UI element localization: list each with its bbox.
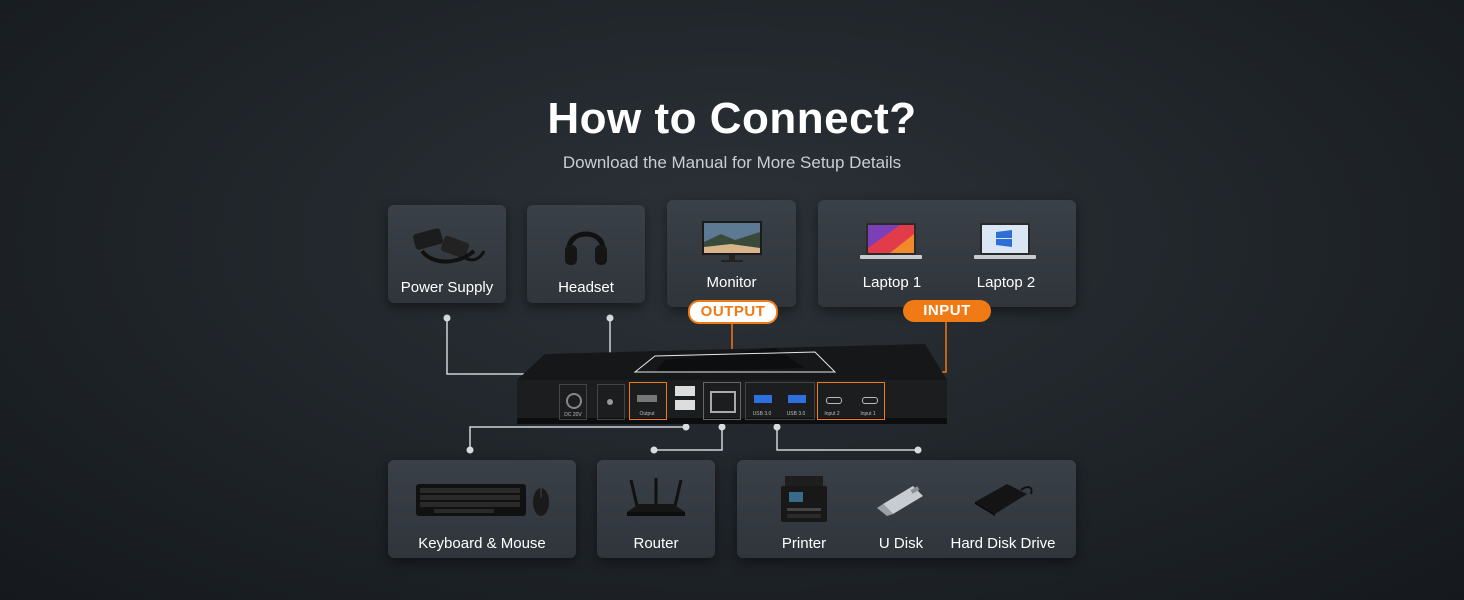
wire-keyboard <box>469 426 686 450</box>
keyboard-mouse-card: Keyboard & Mouse <box>388 460 576 558</box>
port-rj45 <box>703 382 741 420</box>
power-supply-label: Power Supply <box>400 279 494 296</box>
usb-devices-card: Printer U Disk Hard Disk Drive <box>737 460 1076 558</box>
port-dc-label: DC 20V <box>564 412 582 418</box>
router-card: Router <box>597 460 715 558</box>
laptop-1-label: Laptop 1 <box>862 274 922 291</box>
kvm-switch: DC 20V Output USB 3.0 USB 3.0 Input 2 In… <box>515 338 949 428</box>
kvm-body <box>517 344 947 424</box>
wire-router <box>654 427 723 451</box>
port-output-label: Output <box>639 411 655 417</box>
monitor-label: Monitor <box>706 274 757 291</box>
udisk-label: U Disk <box>878 535 924 552</box>
headset-icon <box>565 231 607 265</box>
wire-power <box>446 318 560 375</box>
power-adapter-icon <box>413 228 486 264</box>
hard-disk-drive-icon <box>975 484 1033 516</box>
port-usb3-group <box>745 382 815 420</box>
laptop-icon <box>974 223 1036 259</box>
port-input-group <box>817 382 885 420</box>
port-usb-a-pair <box>671 382 699 418</box>
laptop-icon <box>860 223 922 259</box>
monitor-icon <box>702 221 762 262</box>
router-label: Router <box>633 535 679 552</box>
port-output-hdmi <box>629 382 667 420</box>
laptop-2-label: Laptop 2 <box>976 274 1036 291</box>
router-icon <box>627 478 685 516</box>
port-usb3-label-1: USB 3.0 <box>752 411 772 417</box>
headset-label: Headset <box>558 279 614 296</box>
port-dc <box>559 384 587 420</box>
hdd-label: Hard Disk Drive <box>950 535 1056 552</box>
power-supply-card: Power Supply <box>388 205 506 303</box>
port-audio <box>597 384 625 420</box>
keyboard-mouse-icon <box>416 484 549 516</box>
printer-icon <box>781 476 827 522</box>
output-badge: OUTPUT <box>688 300 778 324</box>
headset-card: Headset <box>527 205 645 303</box>
usb-flash-drive-icon <box>877 486 923 516</box>
page-subtitle: Download the Manual for More Setup Detai… <box>562 153 902 172</box>
input-badge: INPUT <box>903 300 991 322</box>
monitor-card: Monitor <box>667 200 796 307</box>
port-input2-label: Input 2 <box>824 411 840 417</box>
keyboard-mouse-label: Keyboard & Mouse <box>418 535 546 552</box>
laptops-card: Laptop 1 Laptop 2 <box>818 200 1076 307</box>
wire-usb <box>776 427 918 451</box>
page-title: How to Connect? <box>547 94 917 143</box>
port-input1-label: Input 1 <box>860 411 876 417</box>
port-usb3-label-2: USB 3.0 <box>786 411 806 417</box>
printer-label: Printer <box>781 535 827 552</box>
